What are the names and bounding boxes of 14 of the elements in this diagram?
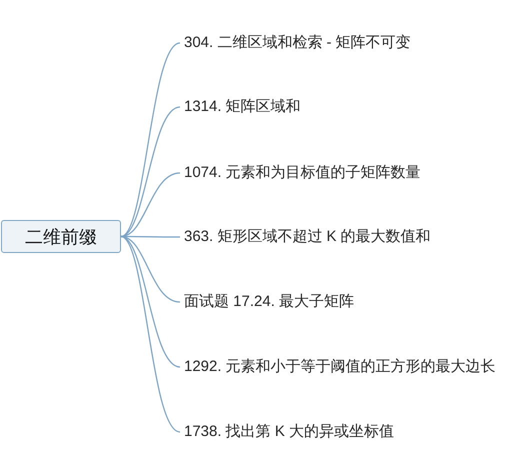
connector-line — [120, 236, 180, 433]
topic-label: 1292. 元素和小于等于阈值的正方形的最大边长 — [184, 357, 496, 377]
topic-label: 1314. 矩阵区域和 — [184, 97, 301, 117]
connector-line — [120, 236, 180, 303]
topic-label: 304. 二维区域和检索 - 矩阵不可变 — [184, 33, 411, 53]
topic-label: 1074. 元素和为目标值的子矩阵数量 — [184, 163, 421, 183]
connector-line — [120, 172, 180, 238]
topic-label: 面试题 17.24. 最大子矩阵 — [184, 292, 354, 312]
connector-line — [120, 236, 180, 368]
topic-box: 二维前缀 — [1, 220, 121, 253]
topic-label: 363. 矩形区域不超过 K 的最大数值和 — [184, 227, 431, 247]
topic-label: 1738. 找出第 K 大的异或坐标值 — [184, 422, 394, 442]
connector-line — [120, 106, 180, 238]
connector-line — [120, 42, 180, 237]
